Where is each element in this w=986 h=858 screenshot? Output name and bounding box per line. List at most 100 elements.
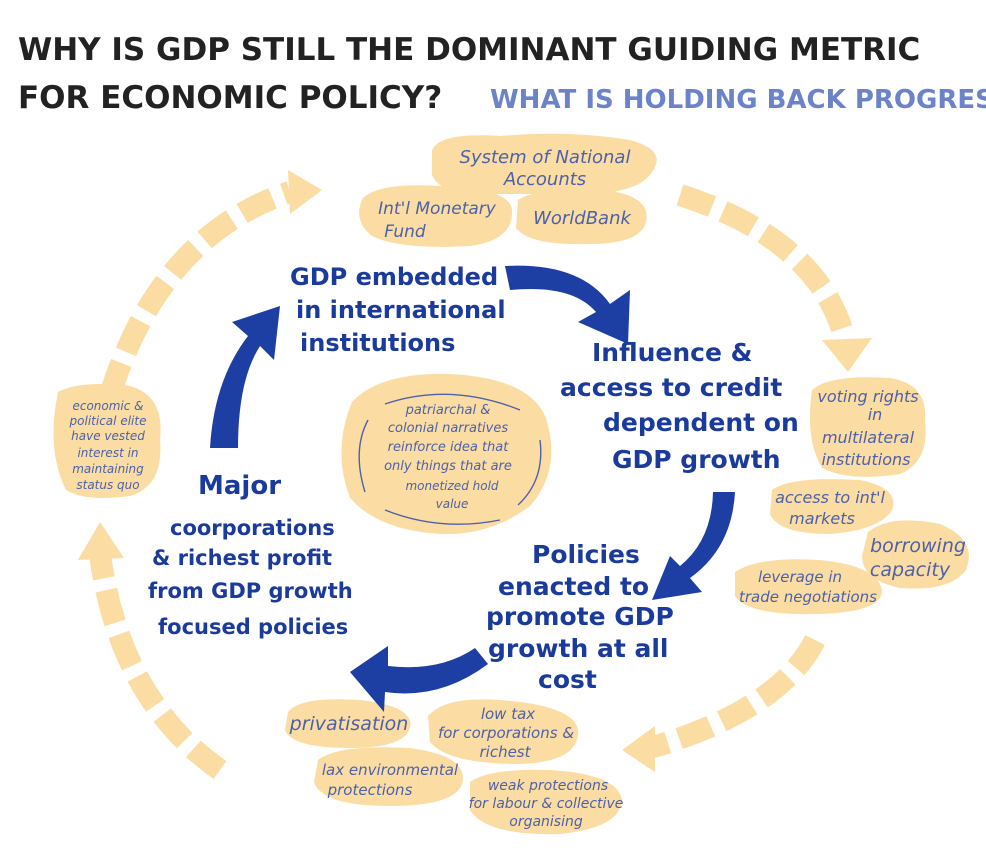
embedded-line-1: GDP embedded bbox=[290, 263, 498, 291]
center-line-1: patriarchal & bbox=[405, 403, 491, 418]
influence-line-1: Influence & bbox=[592, 338, 752, 367]
lax-line-2: protections bbox=[327, 781, 413, 799]
blob-markets bbox=[770, 479, 894, 534]
elite-line-3: have vested bbox=[71, 429, 145, 443]
title-line-1: WHY IS GDP STILL THE DOMINANT GUIDING ME… bbox=[18, 32, 920, 68]
center-line-4: only things that are bbox=[384, 459, 512, 474]
embedded-line-3: institutions bbox=[300, 329, 455, 357]
center-arrow-top bbox=[384, 393, 521, 411]
policies-line-3: promote GDP bbox=[486, 602, 674, 631]
elite-line-1: economic & bbox=[72, 399, 143, 413]
institution-blobs bbox=[359, 133, 657, 247]
credit-blobs bbox=[735, 377, 969, 615]
leverage-line-2: trade negotiations bbox=[739, 588, 877, 606]
main-arrow-embedded-to-influence bbox=[505, 265, 630, 344]
blob-voting bbox=[809, 377, 926, 477]
imf-line-2: Fund bbox=[384, 222, 426, 242]
policies-line-4: growth at all bbox=[488, 634, 668, 663]
main-arrow-corporations-to-embedded bbox=[210, 306, 280, 448]
privatisation-label: privatisation bbox=[289, 713, 409, 735]
policies-line-5: cost bbox=[538, 665, 597, 694]
blob-weak bbox=[470, 769, 622, 835]
title-question: WHAT IS HOLDING BACK PROGRESS? bbox=[490, 85, 986, 115]
elite-line-4: interest in bbox=[77, 446, 138, 460]
corporations-line-2: coorporations bbox=[170, 516, 335, 540]
sna-line-1: System of National bbox=[460, 147, 631, 168]
influence-line-2: access to credit bbox=[560, 373, 782, 402]
outer-arrowhead-right-down bbox=[822, 338, 872, 372]
center-text: patriarchal & colonial narratives reinfo… bbox=[384, 403, 512, 511]
elite-line-6: status quo bbox=[76, 478, 139, 492]
corporations-line-4: from GDP growth bbox=[148, 579, 353, 603]
outer-cycle bbox=[89, 181, 856, 780]
blob-borrowing bbox=[862, 520, 969, 589]
voting-line-1: voting rights bbox=[817, 387, 918, 406]
outer-arrow-bottom-right bbox=[646, 634, 825, 759]
blob-imf bbox=[359, 185, 513, 247]
outer-arrowheads bbox=[78, 170, 872, 772]
main-arrow-policies-to-corporations bbox=[350, 646, 488, 712]
policy-blobs bbox=[285, 699, 622, 835]
borrowing-line-2: capacity bbox=[870, 559, 951, 581]
elite-text: economic & political elite have vested i… bbox=[69, 399, 147, 492]
voting-line-4: institutions bbox=[821, 450, 910, 469]
main-arrow-influence-to-policies bbox=[652, 492, 735, 600]
lax-line-1: lax environmental bbox=[322, 761, 459, 779]
markets-line-2: markets bbox=[789, 509, 855, 528]
influence-line-4: GDP growth bbox=[612, 445, 781, 474]
corporations-line-1: Major bbox=[198, 471, 281, 501]
markets-line-1: access to int'l bbox=[775, 488, 885, 507]
center-line-6: value bbox=[436, 497, 469, 511]
blob-lowtax bbox=[428, 699, 579, 764]
blob-privatisation bbox=[285, 699, 411, 748]
credit-text: voting rights in multilateral institutio… bbox=[739, 387, 966, 606]
weak-line-1: weak protections bbox=[488, 778, 608, 794]
voting-line-2: in bbox=[868, 405, 883, 424]
blob-center bbox=[341, 373, 552, 535]
outer-arrowhead-top-right bbox=[288, 170, 322, 214]
elite-line-5: maintaining bbox=[72, 462, 144, 476]
embedded-line-2: in international bbox=[296, 296, 506, 324]
sna-line-2: Accounts bbox=[503, 169, 586, 190]
center-cycle-arrows bbox=[358, 393, 542, 525]
outer-arrow-top-left bbox=[99, 181, 294, 399]
main-cycle-arrows bbox=[210, 265, 735, 712]
outer-arrowhead-left-up bbox=[78, 522, 124, 560]
voting-line-3: multilateral bbox=[822, 428, 915, 447]
outer-arrow-left bbox=[89, 553, 227, 780]
blob-elite bbox=[53, 384, 161, 498]
corporations-line-3: & richest profit bbox=[152, 546, 332, 570]
main-cycle-text: GDP embedded in international institutio… bbox=[148, 263, 799, 694]
blob-leverage bbox=[735, 559, 882, 615]
lowtax-line-1: low tax bbox=[481, 705, 535, 723]
center-arrow-bottom bbox=[384, 509, 501, 525]
outer-arrowhead-bottom-left bbox=[622, 726, 655, 772]
center-line-3: reinforce idea that bbox=[388, 440, 510, 455]
center-line-2: colonial narratives bbox=[388, 421, 508, 436]
worldbank-label: WorldBank bbox=[533, 208, 632, 229]
institutions-text: System of National Accounts Int'l Moneta… bbox=[378, 147, 632, 242]
title-line-2: FOR ECONOMIC POLICY? bbox=[18, 80, 442, 116]
corporations-line-5: focused policies bbox=[158, 615, 348, 639]
borrowing-line-1: borrowing bbox=[870, 535, 966, 557]
center-arrow-left bbox=[358, 419, 369, 493]
lowtax-line-3: richest bbox=[479, 743, 531, 761]
leverage-line-1: leverage in bbox=[758, 568, 842, 586]
center-arrow-right bbox=[517, 439, 542, 506]
blob-sna bbox=[432, 133, 657, 194]
imf-line-1: Int'l Monetary bbox=[378, 199, 497, 219]
elite-line-2: political elite bbox=[69, 414, 147, 428]
lowtax-line-2: for corporations & bbox=[438, 724, 574, 742]
influence-line-3: dependent on bbox=[603, 408, 799, 437]
blob-lax bbox=[314, 747, 463, 806]
weak-line-2: for labour & collective bbox=[469, 796, 624, 812]
policy-examples-text: privatisation low tax for corporations &… bbox=[289, 705, 624, 830]
outer-arrow-top-right bbox=[676, 184, 856, 343]
weak-line-3: organising bbox=[509, 814, 583, 830]
blob-worldbank bbox=[516, 189, 647, 245]
center-line-5: monetized hold bbox=[405, 479, 498, 493]
policies-line-1: Policies bbox=[532, 540, 640, 569]
policies-line-2: enacted to bbox=[498, 572, 649, 601]
